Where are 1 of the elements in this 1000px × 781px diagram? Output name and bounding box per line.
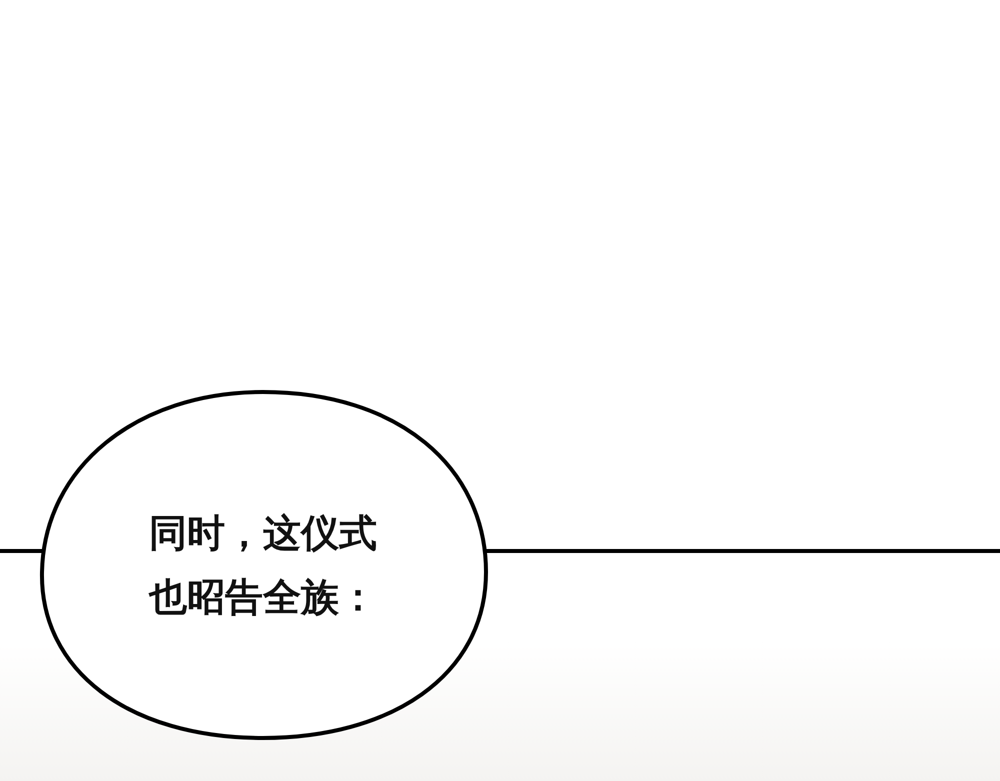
dialogue-text: 同时，这仪式也昭告全族：	[148, 510, 378, 621]
